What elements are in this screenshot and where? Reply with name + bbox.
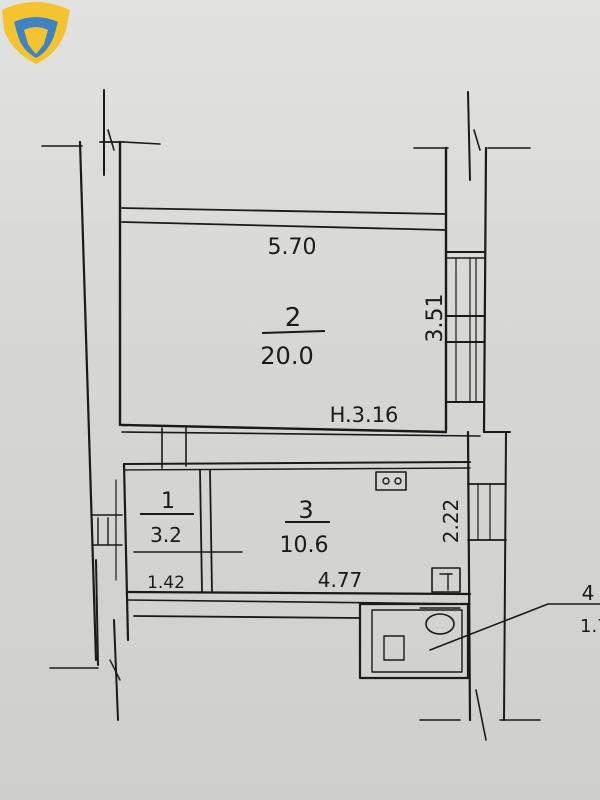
kitchen-depth-label: 2.22 <box>439 499 463 544</box>
rooms-1-3-walls <box>122 461 472 642</box>
room-2-number: 2 <box>285 303 302 333</box>
hall-width-label: 1.42 <box>147 573 185 593</box>
ceiling-height-label: H.3.16 <box>330 403 399 427</box>
room-1-number: 1 <box>161 489 175 514</box>
room-2-width-label: 5.70 <box>268 235 317 260</box>
left-outer-wall <box>41 89 161 721</box>
room-4-number: 4 <box>582 581 595 605</box>
room-3-number: 3 <box>298 496 313 524</box>
sink-icon <box>431 567 461 593</box>
room-4-walls <box>358 602 600 680</box>
room-3-area: 10.6 <box>280 533 329 558</box>
room-2-area: 20.0 <box>260 342 313 370</box>
right-outer-wall <box>413 91 541 741</box>
basin-icon <box>383 635 405 661</box>
room-4-leader-line <box>429 603 549 651</box>
shield-logo-icon <box>2 2 70 64</box>
stove-icon <box>375 471 407 491</box>
room-4-area: 1.7 <box>580 616 600 637</box>
room-2-walls <box>120 207 481 469</box>
toilet-icon <box>425 613 455 635</box>
room-2-depth-label: 3.51 <box>423 294 448 343</box>
kitchen-width-label: 4.77 <box>318 568 363 592</box>
room-1-area: 3.2 <box>150 523 182 547</box>
